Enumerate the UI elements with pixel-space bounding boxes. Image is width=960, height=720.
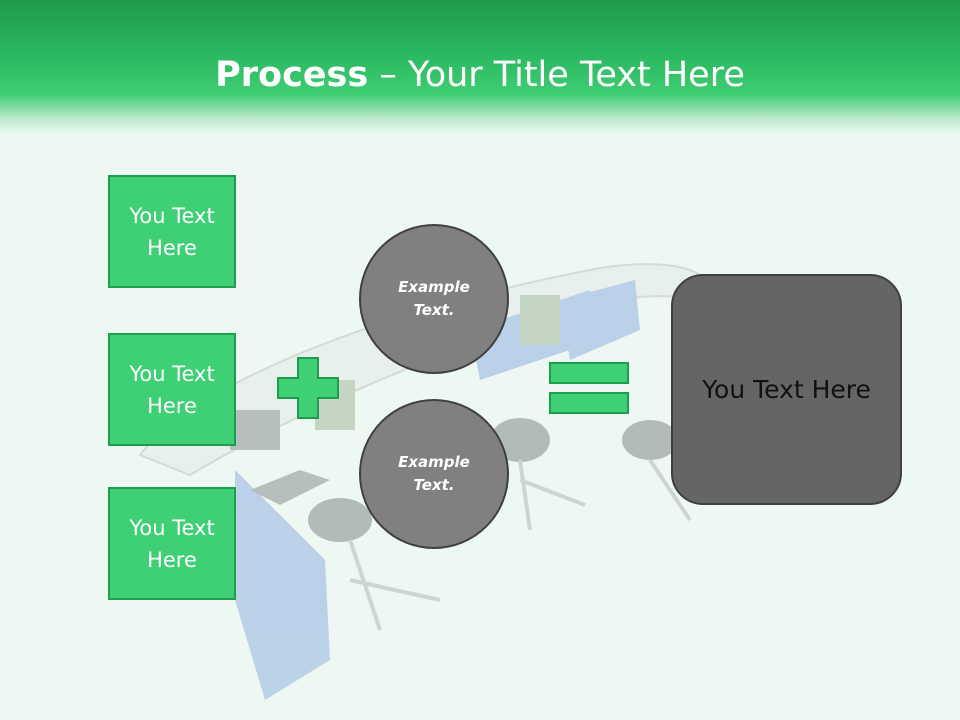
example-circle-1-label: Example Text.	[398, 278, 470, 319]
process-box-3: You Text Here	[108, 487, 236, 600]
equals-icon	[549, 362, 629, 414]
result-box: You Text Here	[671, 274, 902, 505]
process-box-1-label: You Text Here	[129, 203, 215, 260]
example-circle-2-label: Example Text.	[398, 453, 470, 494]
title-bold: Process	[215, 55, 369, 95]
process-box-2: You Text Here	[108, 333, 236, 446]
header-band	[0, 0, 960, 135]
result-box-label: You Text Here	[702, 375, 871, 404]
example-circle-2: Example Text.	[359, 399, 509, 549]
plus-icon	[277, 357, 339, 419]
process-box-1: You Text Here	[108, 175, 236, 288]
process-box-3-label: You Text Here	[129, 515, 215, 572]
slide-title: Process – Your Title Text Here	[0, 52, 960, 98]
process-box-2-label: You Text Here	[129, 361, 215, 418]
example-circle-1: Example Text.	[359, 224, 509, 374]
title-rest: – Your Title Text Here	[368, 55, 745, 95]
